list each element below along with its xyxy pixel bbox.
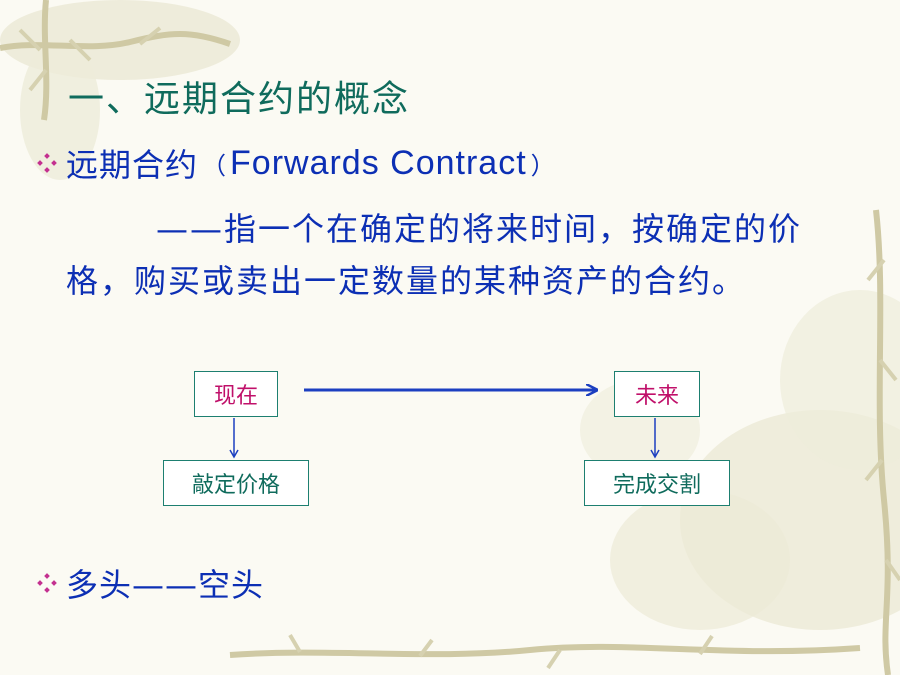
long-short-text: 多头——空头 — [66, 566, 265, 604]
box-lock-price: 敲定价格 — [163, 460, 309, 506]
box-now: 现在 — [194, 371, 278, 417]
definition-text: 指一个在确定的将来时间，按确定的价格，购买或卖出一定数量的某种资产的合约。 — [66, 210, 803, 300]
paren-close: ） — [530, 152, 555, 180]
paren-open: （ — [202, 152, 227, 180]
term-forward-contract: 远期合约 — [66, 146, 199, 184]
box-complete-delivery: 完成交割 — [584, 460, 730, 506]
bullet-forward-contract: 远期合约 （ Forwards Contract ） — [36, 140, 559, 186]
diamond-bullet-icon — [37, 573, 57, 593]
definition-paragraph: ——指一个在确定的将来时间，按确定的价格，购买或卖出一定数量的某种资产的合约。 — [66, 203, 836, 307]
bullet-long-short: 多头——空头 — [36, 560, 264, 606]
diamond-bullet-icon — [37, 153, 57, 173]
definition-dash: —— — [156, 210, 224, 248]
box-future: 未来 — [614, 371, 700, 417]
slide-title: 一、远期合约的概念 — [68, 79, 411, 120]
term-english: Forwards Contract — [230, 143, 527, 182]
